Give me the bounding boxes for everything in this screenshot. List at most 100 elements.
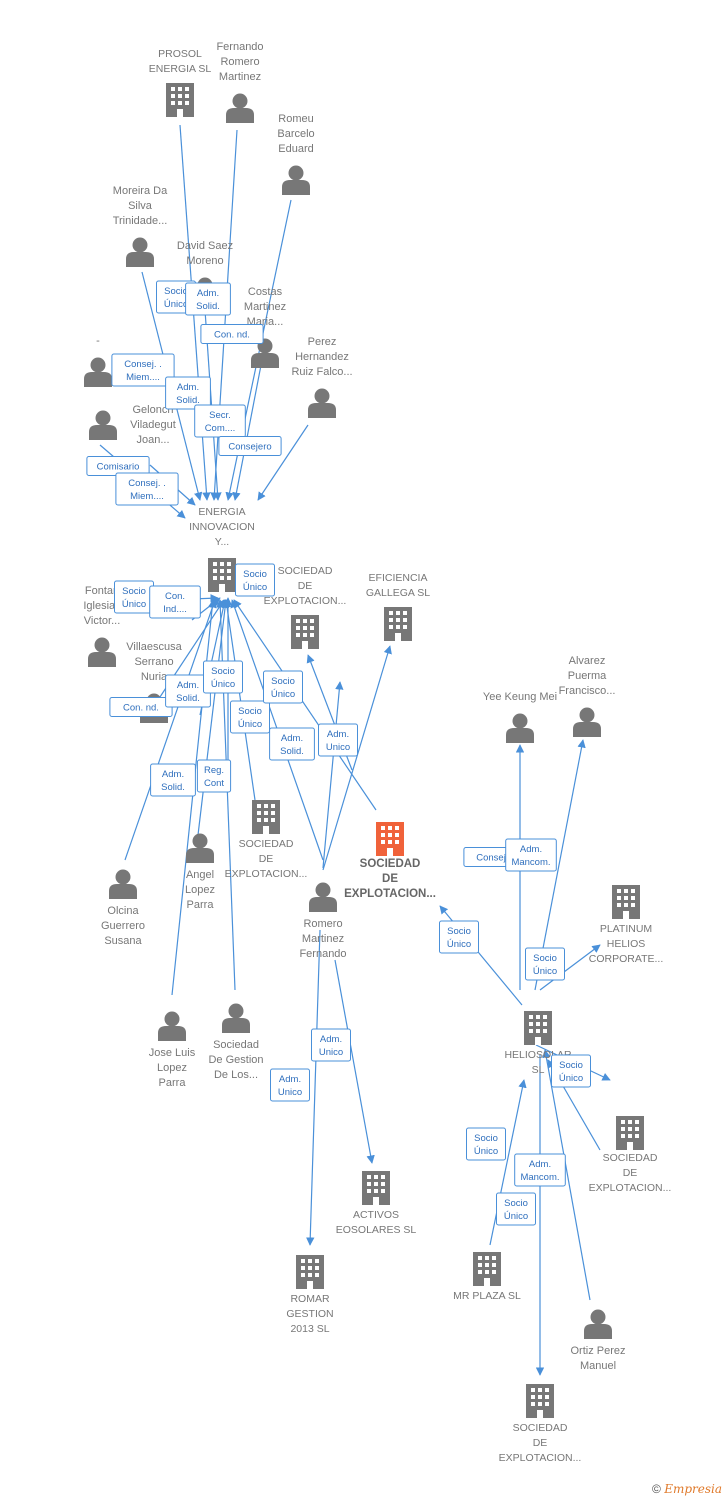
relation-label[interactable]: Adm.Solid. xyxy=(269,727,315,761)
relation-label[interactable]: Consej. .Miem.... xyxy=(111,353,175,387)
node-label-line: Martinez xyxy=(302,933,344,945)
node-label-line: 2013 SL xyxy=(290,1323,329,1335)
node-label-line: Martinez xyxy=(244,301,286,313)
relation-label[interactable]: Reg.Cont xyxy=(196,759,232,793)
node-label-line: Martinez xyxy=(219,71,261,83)
node-label-line: Fernando xyxy=(299,948,346,960)
relation-label[interactable]: Consejero xyxy=(218,436,282,456)
person-node-yee[interactable]: Yee Keung Mei xyxy=(483,691,557,743)
node-label-line: DE xyxy=(533,1437,548,1449)
person-icon xyxy=(282,165,310,195)
node-label-line: EXPLOTACION... xyxy=(264,595,347,607)
building-icon xyxy=(612,885,640,919)
relation-label[interactable]: Adm.Solid. xyxy=(165,376,211,410)
relation-label[interactable]: Adm.Unico xyxy=(270,1068,310,1102)
relation-label[interactable]: Adm.Solid. xyxy=(150,763,196,797)
relation-label[interactable]: Con.Ind.... xyxy=(149,585,201,619)
node-label-line: Moreira Da xyxy=(113,185,168,197)
person-icon xyxy=(186,833,214,863)
relation-label[interactable]: Consej. .Miem.... xyxy=(115,472,179,506)
relation-label[interactable]: Adm.Mancom. xyxy=(514,1153,566,1187)
person-icon xyxy=(222,1003,250,1033)
person-icon xyxy=(109,869,137,899)
relation-edge xyxy=(222,599,256,801)
node-label-line: Romero xyxy=(303,918,342,930)
node-label-line: Victor... xyxy=(84,615,120,627)
node-label-line: MR PLAZA SL xyxy=(453,1290,521,1302)
relation-label[interactable]: Secr.Com.... xyxy=(194,404,246,438)
relation-label[interactable]: Adm.Unico xyxy=(311,1028,351,1062)
company-node-mr_plaza[interactable]: MR PLAZA SL xyxy=(453,1252,521,1302)
relation-label[interactable]: Adm.Solid. xyxy=(165,674,211,708)
node-label-line: ENERGIA SL xyxy=(149,63,212,75)
node-label-line: Francisco... xyxy=(559,685,616,697)
node-label-line: David Saez xyxy=(177,240,233,252)
node-label-line: CORPORATE... xyxy=(589,953,663,965)
node-label: - xyxy=(96,335,100,347)
brand-logo[interactable]: Empresia xyxy=(664,1482,722,1496)
relation-label-text: Reg.Cont xyxy=(204,765,224,789)
relation-label[interactable]: Con. nd. xyxy=(200,324,264,344)
node-label-line: Romero xyxy=(220,56,259,68)
node-label-line: GALLEGA SL xyxy=(366,587,430,599)
relation-label-text: Adm.Solid. xyxy=(176,382,200,406)
relation-label-text: Secr.Com.... xyxy=(205,410,236,434)
relation-label[interactable]: Adm.Unico xyxy=(318,723,358,757)
relation-edge xyxy=(489,1079,527,1246)
node-label-line: PLATINUM xyxy=(600,923,652,935)
relation-label-text: Adm.Solid. xyxy=(196,288,220,312)
relation-label[interactable]: Adm.Solid. xyxy=(185,282,231,316)
node-label-line: De Gestion xyxy=(208,1054,263,1066)
building-icon xyxy=(362,1171,390,1205)
relation-label[interactable]: Adm.Mancom. xyxy=(505,838,557,872)
person-node-dash[interactable]: - xyxy=(84,335,112,387)
relation-label[interactable]: Con. nd. xyxy=(109,697,173,717)
